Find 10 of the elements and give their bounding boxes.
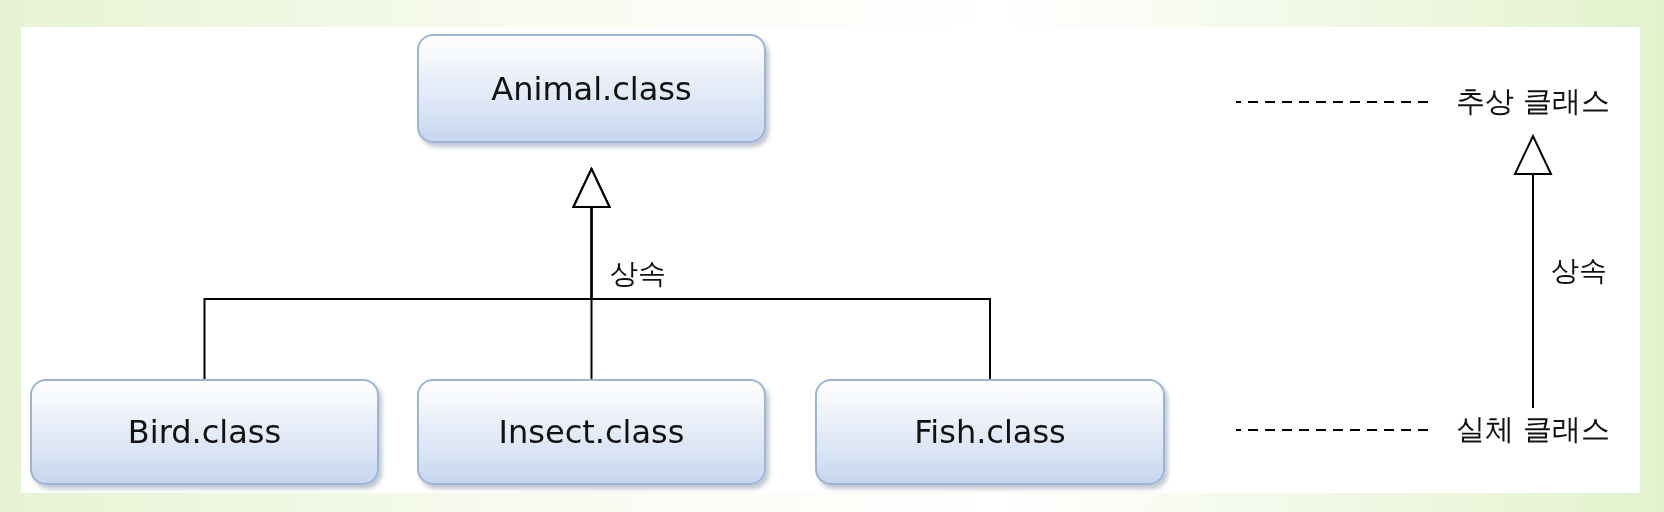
leader-line xyxy=(1235,101,1429,103)
level-label: 추상 클래스 xyxy=(1440,80,1626,124)
leader-line xyxy=(1235,429,1429,431)
level-label: 실체 클래스 xyxy=(1440,408,1626,452)
class-box: Fish.class xyxy=(815,379,1165,485)
class-box: Bird.class xyxy=(30,379,379,485)
arrow xyxy=(1514,135,1552,409)
arrow xyxy=(572,168,991,380)
class-box: Animal.class xyxy=(417,34,766,143)
class-box: Insect.class xyxy=(417,379,766,485)
